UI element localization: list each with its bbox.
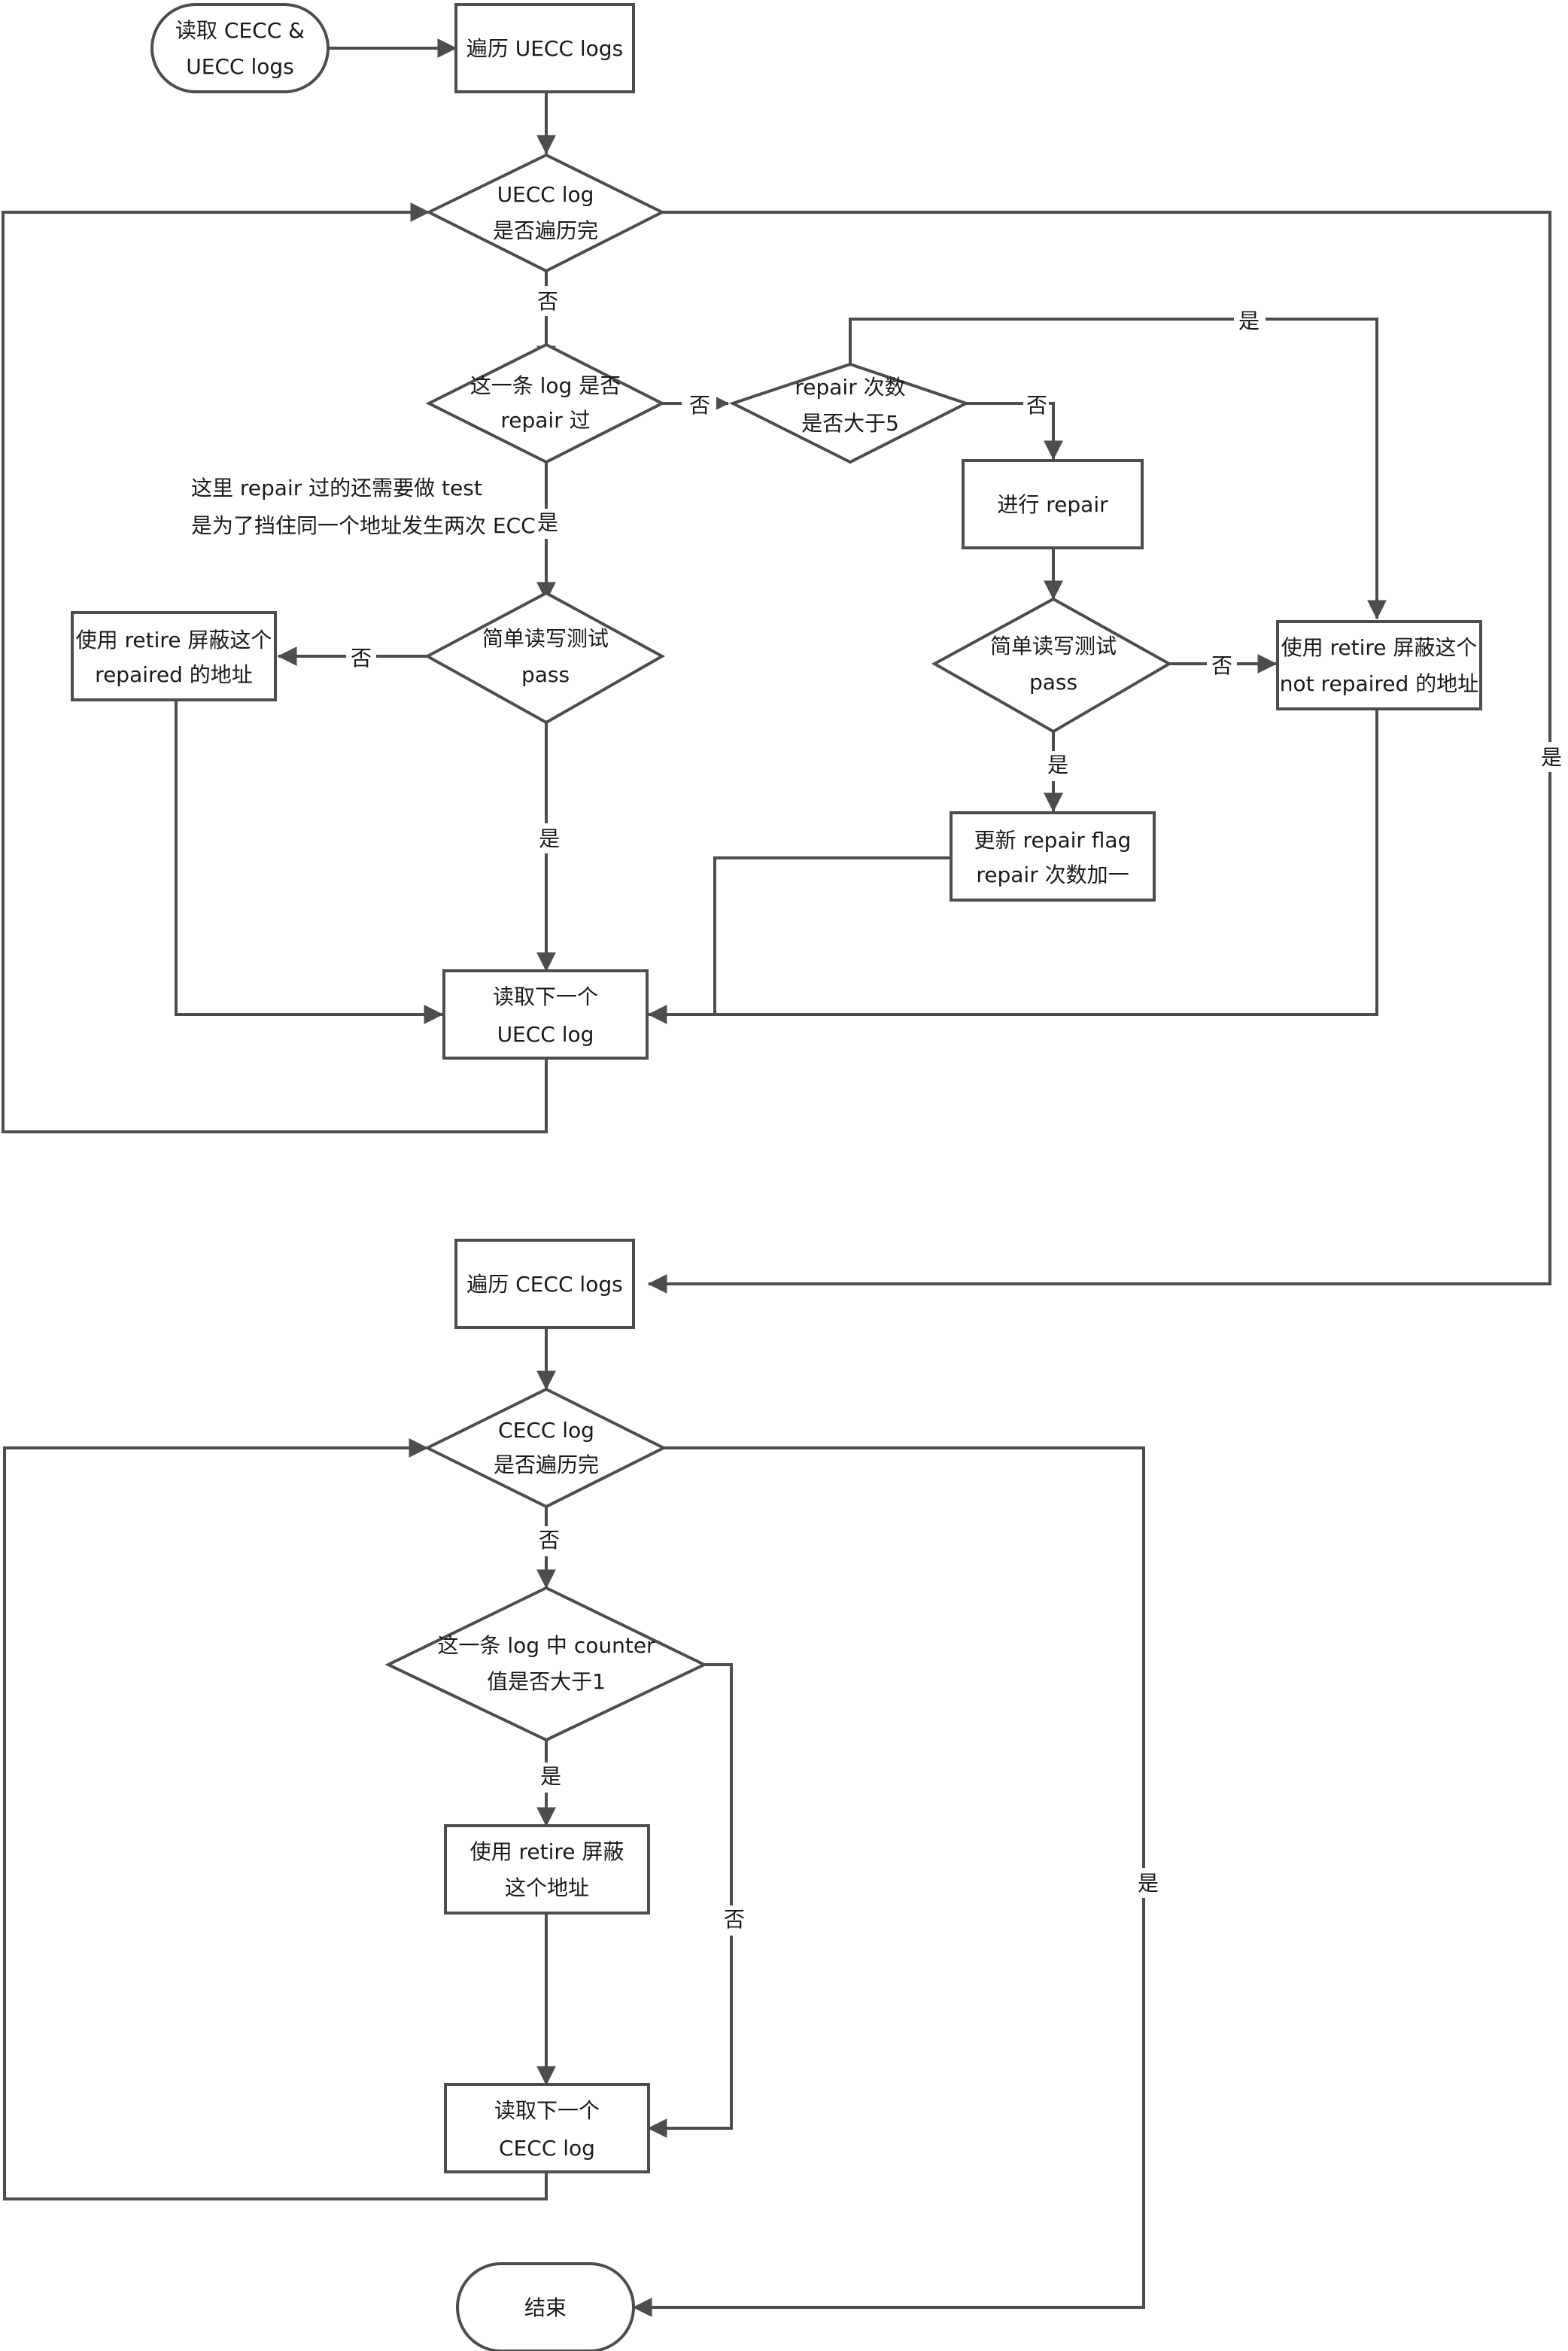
label-no-cecc-done: 否 bbox=[539, 1528, 560, 1553]
svg-text:pass: pass bbox=[521, 662, 570, 687]
svg-text:repair 过: repair 过 bbox=[500, 408, 590, 433]
svg-text:值是否大于1: 值是否大于1 bbox=[487, 1669, 606, 1694]
label-yes-uecc-done: 是 bbox=[1541, 745, 1562, 770]
node-traverse-cecc: 遍历 CECC logs bbox=[454, 1239, 635, 1329]
svg-text:UECC log: UECC log bbox=[497, 182, 594, 207]
node-log-repaired: 这一条 log 是否 repair 过 bbox=[425, 342, 666, 464]
svg-text:读取 CECC &: 读取 CECC & bbox=[175, 18, 305, 43]
label-no-repair-count: 否 bbox=[1026, 393, 1047, 418]
note-line-2: 是为了挡住同一个地址发生两次 ECC bbox=[191, 513, 536, 538]
edge-repair-count-to-do-repair bbox=[966, 402, 1063, 461]
label-no-rw-test-left: 否 bbox=[351, 646, 372, 671]
label-yes-counter-check: 是 bbox=[540, 1764, 561, 1789]
edge-labels: 否 否 否 是 是 否 是 否 是 是 否 是 否 是 bbox=[346, 286, 1563, 1936]
node-retire-addr: 使用 retire 屏蔽 这个地址 bbox=[444, 1824, 650, 1915]
label-yes-rw-test-right: 是 bbox=[1047, 753, 1068, 777]
label-no-log-repaired: 否 bbox=[689, 393, 710, 418]
svg-text:not repaired 的地址: not repaired 的地址 bbox=[1280, 671, 1478, 696]
node-uecc-done: UECC log 是否遍历完 bbox=[425, 153, 666, 273]
edge-uecc-done-to-traverse-cecc bbox=[647, 211, 1551, 1294]
label-yes-repair-count: 是 bbox=[1238, 309, 1260, 333]
node-rw-test-right: 简单读写测试 pass bbox=[931, 597, 1173, 734]
svg-text:使用 retire 屏蔽这个: 使用 retire 屏蔽这个 bbox=[1281, 635, 1478, 660]
note-line-1: 这里 repair 过的还需要做 test bbox=[191, 476, 482, 500]
label-yes-cecc-done: 是 bbox=[1138, 1871, 1159, 1896]
svg-text:读取下一个: 读取下一个 bbox=[493, 984, 598, 1009]
label-no-counter-check: 否 bbox=[724, 1907, 745, 1932]
svg-text:读取下一个: 读取下一个 bbox=[494, 2098, 600, 2123]
edge-counter-check-to-next-cecc bbox=[647, 1663, 733, 2138]
edge-next-cecc-loop bbox=[3, 1438, 548, 2200]
node-next-uecc: 读取下一个 UECC log bbox=[442, 969, 649, 1060]
edge-next-uecc-loop bbox=[2, 202, 548, 1133]
node-retire-not-repaired: 使用 retire 屏蔽这个 not repaired 的地址 bbox=[1276, 620, 1482, 710]
svg-text:CECC log: CECC log bbox=[498, 1418, 594, 1443]
svg-text:遍历 CECC logs: 遍历 CECC logs bbox=[466, 1272, 622, 1297]
node-retire-repaired: 使用 retire 屏蔽这个 repaired 的地址 bbox=[71, 611, 277, 701]
edge-retire-not-repaired-to-next-uecc bbox=[647, 709, 1378, 1024]
node-do-repair: 进行 repair bbox=[962, 459, 1144, 549]
node-counter-check: 这一条 log 中 counter 值是否大于1 bbox=[384, 1586, 708, 1742]
node-rw-test-left: 简单读写测试 pass bbox=[424, 591, 666, 725]
svg-text:是否遍历完: 是否遍历完 bbox=[494, 1452, 599, 1477]
label-no-rw-test-right: 否 bbox=[1211, 653, 1232, 678]
svg-text:进行 repair: 进行 repair bbox=[997, 492, 1108, 517]
edge-repair-count-to-retire-not-repaired bbox=[849, 318, 1387, 620]
node-traverse-uecc: 遍历 UECC logs bbox=[454, 3, 635, 93]
annotation-note: 这里 repair 过的还需要做 test 是为了挡住同一个地址发生两次 ECC bbox=[191, 476, 536, 538]
node-start: 读取 CECC & UECC logs bbox=[150, 3, 330, 93]
edge-cecc-done-to-end bbox=[632, 1446, 1145, 2317]
svg-text:使用 retire 屏蔽这个: 使用 retire 屏蔽这个 bbox=[76, 628, 272, 652]
svg-text:这一条 log 中 counter: 这一条 log 中 counter bbox=[437, 1633, 655, 1658]
edge-update-flag-to-next-uecc bbox=[713, 856, 950, 1014]
svg-text:repair 次数加一: repair 次数加一 bbox=[976, 862, 1129, 887]
node-cecc-done: CECC log 是否遍历完 bbox=[424, 1387, 667, 1509]
node-end: 结束 bbox=[456, 2262, 635, 2351]
svg-text:UECC logs: UECC logs bbox=[186, 54, 293, 79]
label-yes-log-repaired: 是 bbox=[537, 510, 558, 535]
node-update-flag: 更新 repair flag repair 次数加一 bbox=[950, 811, 1156, 902]
svg-text:结束: 结束 bbox=[524, 2295, 567, 2320]
svg-text:repair 次数: repair 次数 bbox=[795, 375, 905, 400]
svg-text:这个地址: 这个地址 bbox=[505, 1875, 589, 1900]
node-repair-count: repair 次数 是否大于5 bbox=[728, 362, 971, 464]
svg-text:UECC log: UECC log bbox=[497, 1022, 594, 1047]
node-next-cecc: 读取下一个 CECC log bbox=[444, 2083, 650, 2173]
svg-text:是否遍历完: 是否遍历完 bbox=[493, 218, 598, 243]
svg-text:是否大于5: 是否大于5 bbox=[801, 411, 899, 436]
svg-text:遍历 UECC logs: 遍历 UECC logs bbox=[466, 36, 623, 61]
label-no-uecc-done: 否 bbox=[537, 289, 558, 314]
svg-text:CECC log: CECC log bbox=[499, 2136, 595, 2161]
edge-retire-repaired-to-next-uecc bbox=[175, 700, 444, 1024]
svg-text:pass: pass bbox=[1029, 670, 1077, 695]
svg-text:简单读写测试: 简单读写测试 bbox=[482, 626, 609, 651]
svg-text:更新 repair flag: 更新 repair flag bbox=[974, 828, 1132, 853]
svg-text:repaired 的地址: repaired 的地址 bbox=[95, 662, 253, 687]
svg-text:使用 retire 屏蔽: 使用 retire 屏蔽 bbox=[470, 1839, 624, 1864]
svg-text:简单读写测试: 简单读写测试 bbox=[990, 634, 1117, 658]
label-yes-rw-test-left: 是 bbox=[539, 826, 560, 851]
edges bbox=[2, 38, 1551, 2317]
svg-text:这一条 log 是否: 这一条 log 是否 bbox=[470, 373, 621, 398]
